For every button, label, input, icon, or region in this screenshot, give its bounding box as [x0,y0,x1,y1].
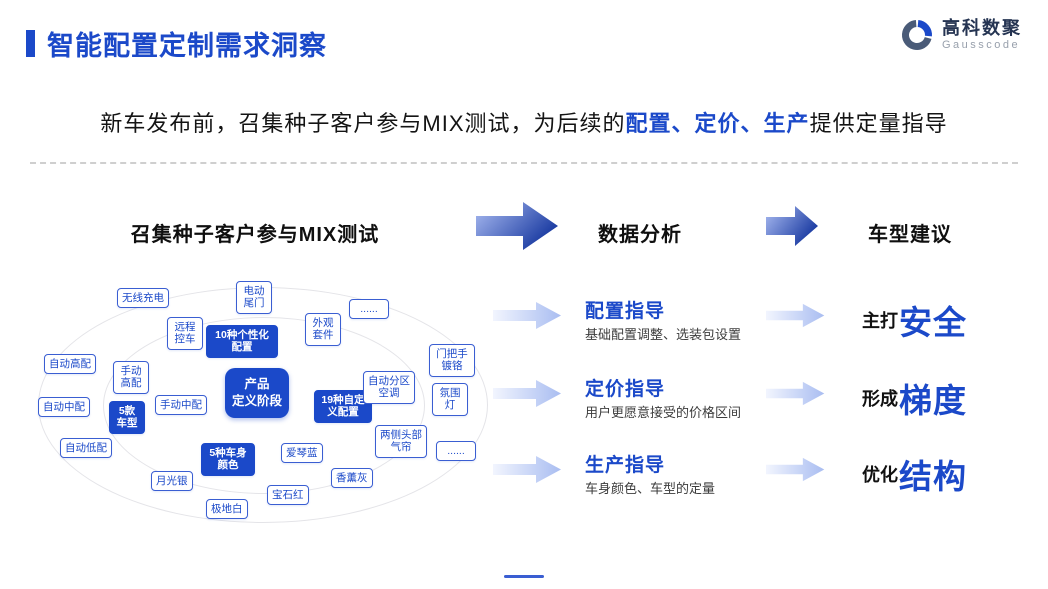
diagram-node: 远程控车 [167,317,203,350]
flow-step-3: 车型建议 [868,224,952,246]
diagram-node: 自动分区空调 [363,371,415,404]
guidance-arrow-icon [766,381,825,406]
page-title: 智能配置定制需求洞察 [47,31,327,61]
diagram-node: ...... [349,299,389,320]
subtitle: 新车发布前，召集种子客户参与MIX测试，为后续的配置、定价、生产提供定量指导 [0,106,1048,138]
diagram-node: 两侧头部气帘 [375,425,427,458]
suggestion-keyword: 结构 [899,458,967,495]
logo-icon [902,20,932,50]
guidance-title: 配置指导 [585,301,666,322]
diagram-ellipse-inner [103,317,425,494]
diagram-node: 氛围灯 [432,383,468,416]
logo-text: 高科数聚 Gausscode [942,18,1022,51]
subtitle-highlight: 配置、定价、生产 [625,111,810,136]
suggestion-prefix: 主打 [862,311,898,331]
diagram-node: 无线充电 [117,288,169,309]
diagram-node: ...... [436,441,476,462]
logo-name: 高科数聚 [942,18,1022,39]
logo: 高科数聚 Gausscode [900,18,1022,52]
subtitle-text-right: 提供定量指导 [809,111,948,136]
diagram-node: 爱琴蓝 [281,443,323,464]
guidance-arrow-icon [493,380,561,407]
diagram-center-node: 产品 定义阶段 [225,368,289,418]
diagram-node: 电动尾门 [236,281,272,314]
suggestion-item: 主打 安全 [862,288,967,352]
logo-subtitle: Gausscode [942,39,1021,52]
subtitle-text-left: 新车发布前，召集种子客户参与MIX测试，为后续的 [100,111,626,136]
guidance-arrow-icon [493,302,561,329]
diagram-node: 极地白 [206,499,248,520]
diagram-node: 自动中配 [38,397,90,418]
flow-step-1: 召集种子客户参与MIX测试 [130,224,380,246]
flow-step-2: 数据分析 [598,224,682,246]
diagram-category-node: 5款车型 [109,401,145,434]
flow-arrow-icon [766,206,818,246]
diagram-node: 月光银 [151,471,193,492]
page-indicator [504,575,544,578]
diagram-node: 手动中配 [155,395,207,416]
flow-arrow-icon [476,202,558,250]
diagram-category-node: 5种车身颜色 [201,443,255,476]
guidance-desc: 基础配置调整、选装包设置 [585,327,742,342]
guidance-arrow-icon [493,456,561,483]
suggestion-keyword: 梯度 [899,382,967,419]
suggestion-prefix: 形成 [862,389,898,409]
suggestion-prefix: 优化 [862,465,898,485]
suggestion-keyword: 安全 [899,304,967,341]
suggestion-item: 优化 结构 [862,442,967,506]
dashed-divider [30,162,1018,164]
guidance-title: 定价指导 [585,379,666,400]
guidance-row: 配置指导 基础配置调整、选装包设置 主打 安全 [488,296,1048,356]
guidance-row: 定价指导 用户更愿意接受的价格区间 形成 梯度 [488,374,1048,434]
guidance-desc: 车身颜色、车型的定量 [585,481,716,496]
diagram-node: 自动低配 [60,438,112,459]
header: 智能配置定制需求洞察 [26,24,327,63]
diagram-node: 宝石红 [267,485,309,506]
guidance-desc: 用户更愿意接受的价格区间 [585,405,742,420]
diagram-node: 香薰灰 [331,468,373,489]
diagram-node: 自动高配 [44,354,96,375]
suggestion-item: 形成 梯度 [862,366,967,430]
title-accent-bar [26,30,35,57]
guidance-arrow-icon [766,303,825,328]
guidance-title: 生产指导 [585,455,666,476]
diagram-category-node: 10种个性化配置 [206,325,278,358]
diagram-node: 门把手镀铬 [429,344,475,377]
guidance-arrow-icon [766,457,825,482]
diagram-node: 外观套件 [305,313,341,346]
diagram-node: 手动高配 [113,361,149,394]
guidance-row: 生产指导 车身颜色、车型的定量 优化 结构 [488,450,1048,510]
diagram-category-node: 19种自定义配置 [314,390,372,423]
